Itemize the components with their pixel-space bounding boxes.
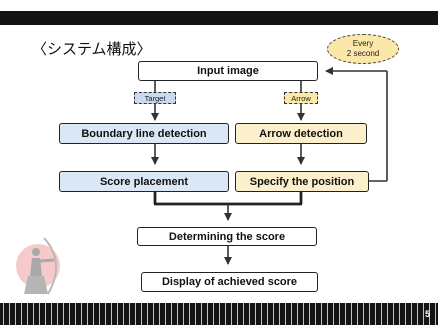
target-tag-label: Target bbox=[144, 93, 166, 103]
bottom-bar bbox=[0, 303, 438, 325]
arrow-tag-label: Arrow bbox=[291, 93, 311, 103]
input-image-box: Input image bbox=[138, 61, 318, 81]
interval-note-bubble: Every 2 second bbox=[327, 34, 399, 64]
interval-note-line2: 2 second bbox=[346, 49, 380, 58]
determining-score-label: Determining the score bbox=[168, 230, 286, 243]
score-placement-box: Score placement bbox=[59, 171, 229, 192]
target-tag: Target bbox=[134, 92, 176, 104]
display-score-label: Display of achieved score bbox=[161, 276, 298, 288]
arrow-tag: Arrow bbox=[284, 92, 318, 104]
page-number: 5 bbox=[424, 309, 430, 319]
top-band bbox=[0, 0, 438, 11]
boundary-detection-box: Boundary line detection bbox=[59, 123, 229, 144]
determining-score-box: Determining the score bbox=[137, 227, 317, 246]
display-score-box: Display of achieved score bbox=[141, 272, 318, 292]
input-image-label: Input image bbox=[197, 65, 259, 77]
arrow-detection-label: Arrow detection bbox=[259, 127, 343, 140]
specify-position-box: Specify the position bbox=[235, 171, 369, 192]
arrow-detection-box: Arrow detection bbox=[235, 123, 367, 144]
interval-note-line1: Every bbox=[352, 39, 374, 48]
top-bar bbox=[0, 11, 438, 25]
archer-watermark-icon bbox=[16, 237, 60, 295]
score-placement-label: Score placement bbox=[99, 175, 189, 188]
boundary-detection-label: Boundary line detection bbox=[81, 127, 207, 140]
specify-position-label: Specify the position bbox=[249, 175, 355, 188]
slide-title: 〈システム構成〉 bbox=[32, 40, 152, 58]
